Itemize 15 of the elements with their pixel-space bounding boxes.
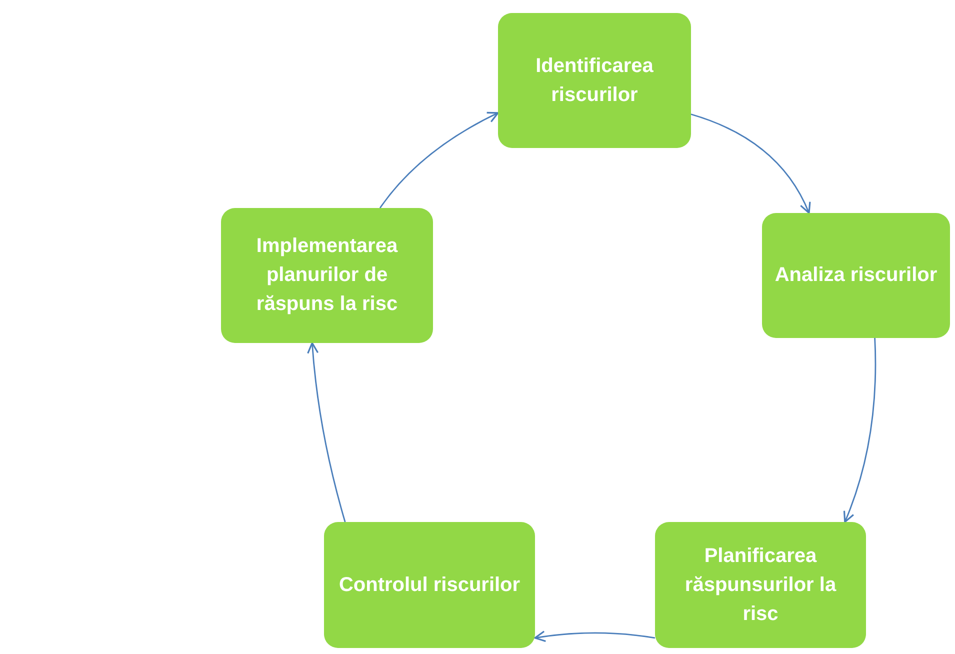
- step-label: Planificarea răspunsurilor la risc: [684, 544, 838, 626]
- curved-arrow: [307, 342, 346, 522]
- process-box: [324, 522, 535, 648]
- process-box: [762, 213, 950, 338]
- curved-arrow: [843, 338, 876, 523]
- step-label: Analiza riscurilor: [774, 263, 938, 288]
- process-box: [221, 208, 433, 343]
- process-box: [498, 13, 691, 148]
- step-label: Implementarea planurilor de răspuns la risc: [255, 234, 399, 317]
- step-label: Identificarea riscurilor: [534, 54, 654, 108]
- curved-arrow: [690, 114, 810, 214]
- process-box: [655, 522, 866, 648]
- curved-arrow: [379, 112, 499, 208]
- step-label: Controlul riscurilor: [338, 572, 520, 598]
- curved-arrow: [534, 630, 656, 642]
